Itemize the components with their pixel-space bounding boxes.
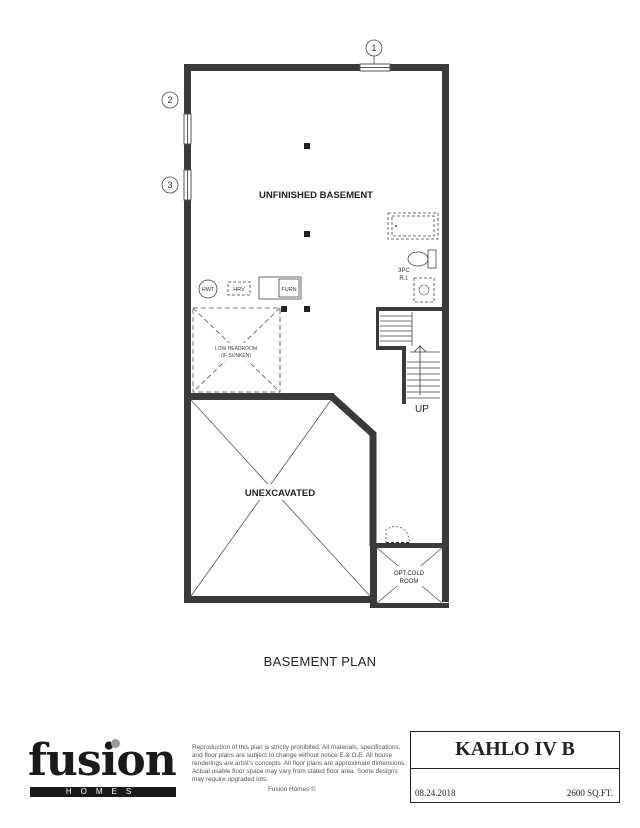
- sink-rough-in: [413, 277, 435, 303]
- unexcavated-diagonal-wall: [328, 393, 377, 546]
- cold-room: [376, 526, 443, 604]
- furnace-platform: [258, 276, 302, 300]
- plan-title: BASEMENT PLAN: [263, 654, 377, 669]
- logo-wordmark: fusion: [28, 735, 177, 786]
- model-name: KAHLO IV B: [411, 732, 619, 769]
- logo-subtitle: HOMES: [30, 787, 176, 797]
- low-headroom-label-1: LOW HEADROOM: [215, 346, 257, 352]
- support-columns: [281, 143, 310, 312]
- room-label-unexcavated: UNEXCAVATED: [245, 488, 315, 499]
- cold-room-label-1: OPT.COLD: [394, 571, 425, 577]
- window-marker-3: 3: [167, 180, 172, 190]
- furnace-label: FURN: [281, 287, 296, 293]
- disclaimer-text: Reproduction of this plan is strictly pr…: [192, 744, 406, 783]
- rough-in-bathroom: [387, 212, 439, 303]
- cold-room-label-2: ROOM: [400, 579, 419, 585]
- floor-plan: 1 2 3 UNFINISHED BASEMENT HWT HRV FURN L…: [161, 39, 449, 608]
- plan-date: 08.24.2018: [415, 788, 456, 798]
- windows: [183, 63, 391, 201]
- tub-rough-in: [387, 212, 439, 240]
- window-markers: 1 2 3: [161, 39, 383, 194]
- copyright-text: Fusion Homes ©: [268, 786, 316, 793]
- rough-in-label-1: 3PC: [398, 268, 410, 274]
- stair-up-label: UP: [415, 404, 429, 415]
- low-headroom-label-2: (IF SUNKEN): [221, 353, 251, 359]
- square-footage: 2600 SQ.FT.: [566, 788, 613, 798]
- staircase: [376, 307, 442, 404]
- room-label-unfinished-basement: UNFINISHED BASEMENT: [259, 190, 373, 201]
- window-marker-1: 1: [371, 43, 376, 53]
- fusion-homes-logo: fusion HOMES: [28, 735, 178, 797]
- toilet: [407, 249, 437, 269]
- mechanical-equipment: HWT HRV FURN: [198, 276, 302, 300]
- furnace-unit: [278, 278, 300, 298]
- hrv-label: HRV: [233, 287, 245, 293]
- hwt-label: HWT: [202, 287, 215, 293]
- logo-dot-icon: [111, 739, 120, 748]
- model-title-block: KAHLO IV B 08.24.2018 2600 SQ.FT.: [410, 731, 620, 803]
- window-marker-2: 2: [167, 95, 172, 105]
- walls: [184, 64, 449, 608]
- rough-in-label-2: R.I.: [399, 276, 409, 282]
- hwt-tank: [198, 279, 218, 299]
- hrv-unit: [227, 281, 251, 296]
